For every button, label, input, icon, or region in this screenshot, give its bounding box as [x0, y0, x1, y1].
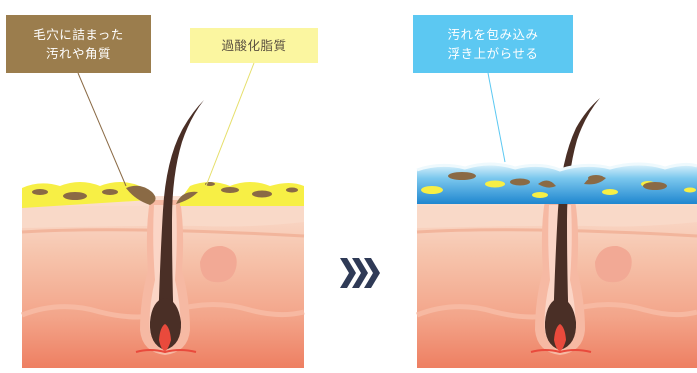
skin-after-panel — [417, 73, 697, 368]
triple-chevron-right-icon — [340, 258, 380, 288]
skin-before-panel — [22, 63, 304, 368]
sebum-layer — [180, 182, 304, 206]
lift-pointer-line — [488, 73, 505, 162]
dirt-pointer-line — [78, 73, 126, 186]
sebum-pointer-line — [206, 63, 254, 186]
